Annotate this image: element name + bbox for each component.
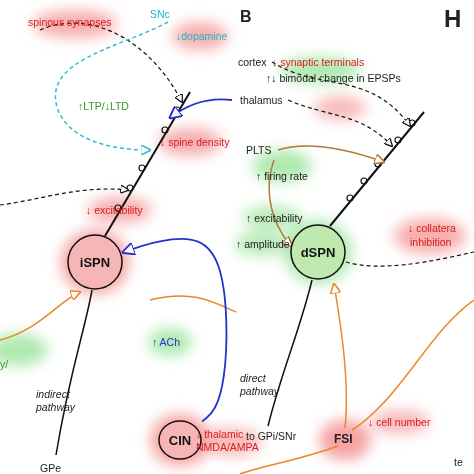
annotation-label: thalamus xyxy=(240,94,283,107)
annotation-label: spinous synapses xyxy=(28,16,111,29)
annotation-label: ↓ excitability xyxy=(86,204,143,217)
red-glow xyxy=(172,22,228,50)
spine xyxy=(162,127,168,133)
glow-group xyxy=(0,10,466,466)
annotation-label: ↓ cell number xyxy=(368,416,430,429)
annotation-label: B xyxy=(240,8,252,26)
projection-axon xyxy=(268,280,312,426)
cell-name: iSPN xyxy=(67,234,123,290)
annotation-label: direct pathway xyxy=(240,372,290,397)
cell-name: CIN xyxy=(158,420,202,460)
cortical-axon xyxy=(272,62,410,126)
green-glow xyxy=(234,232,290,256)
axon-dashed xyxy=(0,189,128,205)
annotation-label: ↓dopamine xyxy=(176,30,227,43)
plts-axon xyxy=(278,146,384,162)
gaba-axon xyxy=(0,292,80,340)
annotation-label: ↑LTP/↓LTD xyxy=(78,100,129,113)
annotation-label: ↑ excitability xyxy=(246,212,303,225)
spine xyxy=(139,165,145,171)
annotation-label: ↓ synaptic terminals xyxy=(272,56,364,69)
dopamine-axon xyxy=(55,22,168,150)
collateral-axon xyxy=(346,252,474,266)
annotation-label: cortex xyxy=(238,56,267,69)
spine xyxy=(361,178,367,184)
cell-name: dSPN xyxy=(290,224,346,280)
gaba-axon xyxy=(150,296,236,312)
spines xyxy=(115,107,180,211)
axon-dashed xyxy=(40,23,182,102)
green-glow xyxy=(148,328,192,356)
fsi-axon xyxy=(352,300,474,430)
red-glow xyxy=(314,96,366,120)
cell-circle xyxy=(68,235,122,289)
fsi-axon xyxy=(334,284,346,428)
annotation-label: H xyxy=(444,6,461,32)
annotation-label: SNc xyxy=(150,8,170,21)
green-glow xyxy=(284,220,352,284)
annotation-label: PLTS xyxy=(246,144,271,157)
annotation-label: ↑ amplitude xyxy=(236,238,290,251)
annotation-label: ↑↓ bimodal change in EPSPs xyxy=(266,72,401,85)
red-glow xyxy=(394,218,466,254)
projection-axon xyxy=(56,290,92,455)
cell-circle xyxy=(159,421,201,459)
annotation-label: ↑ firing rate xyxy=(256,170,308,183)
annotation-label: ↓ spine density xyxy=(160,136,229,149)
spine xyxy=(395,137,401,143)
red-glow xyxy=(61,230,129,294)
cell-body: iSPN xyxy=(67,234,123,290)
dendrite xyxy=(330,112,424,226)
spine xyxy=(375,161,381,167)
cell-body: dSPN xyxy=(290,224,346,280)
spine xyxy=(347,195,353,201)
cholinergic-axon xyxy=(170,99,232,118)
cholinergic-axon xyxy=(123,239,226,422)
annotation-label: indirect pathway xyxy=(36,388,88,413)
cell-body: CIN xyxy=(158,420,202,460)
annotation-label: y/ xyxy=(0,358,8,371)
cell-circle xyxy=(291,225,345,279)
annotation-label: te xyxy=(454,456,463,469)
annotation-label: ↑ ACh xyxy=(152,336,180,349)
annotation-label: ↓ collatera xyxy=(408,222,456,235)
annotation-label: GPe xyxy=(40,462,61,474)
annotation-label: FSI xyxy=(334,432,353,446)
thalamic-axon xyxy=(288,100,392,146)
annotation-label: to GPi/SNr xyxy=(246,430,296,443)
annotation-label: inhibition xyxy=(410,236,451,249)
